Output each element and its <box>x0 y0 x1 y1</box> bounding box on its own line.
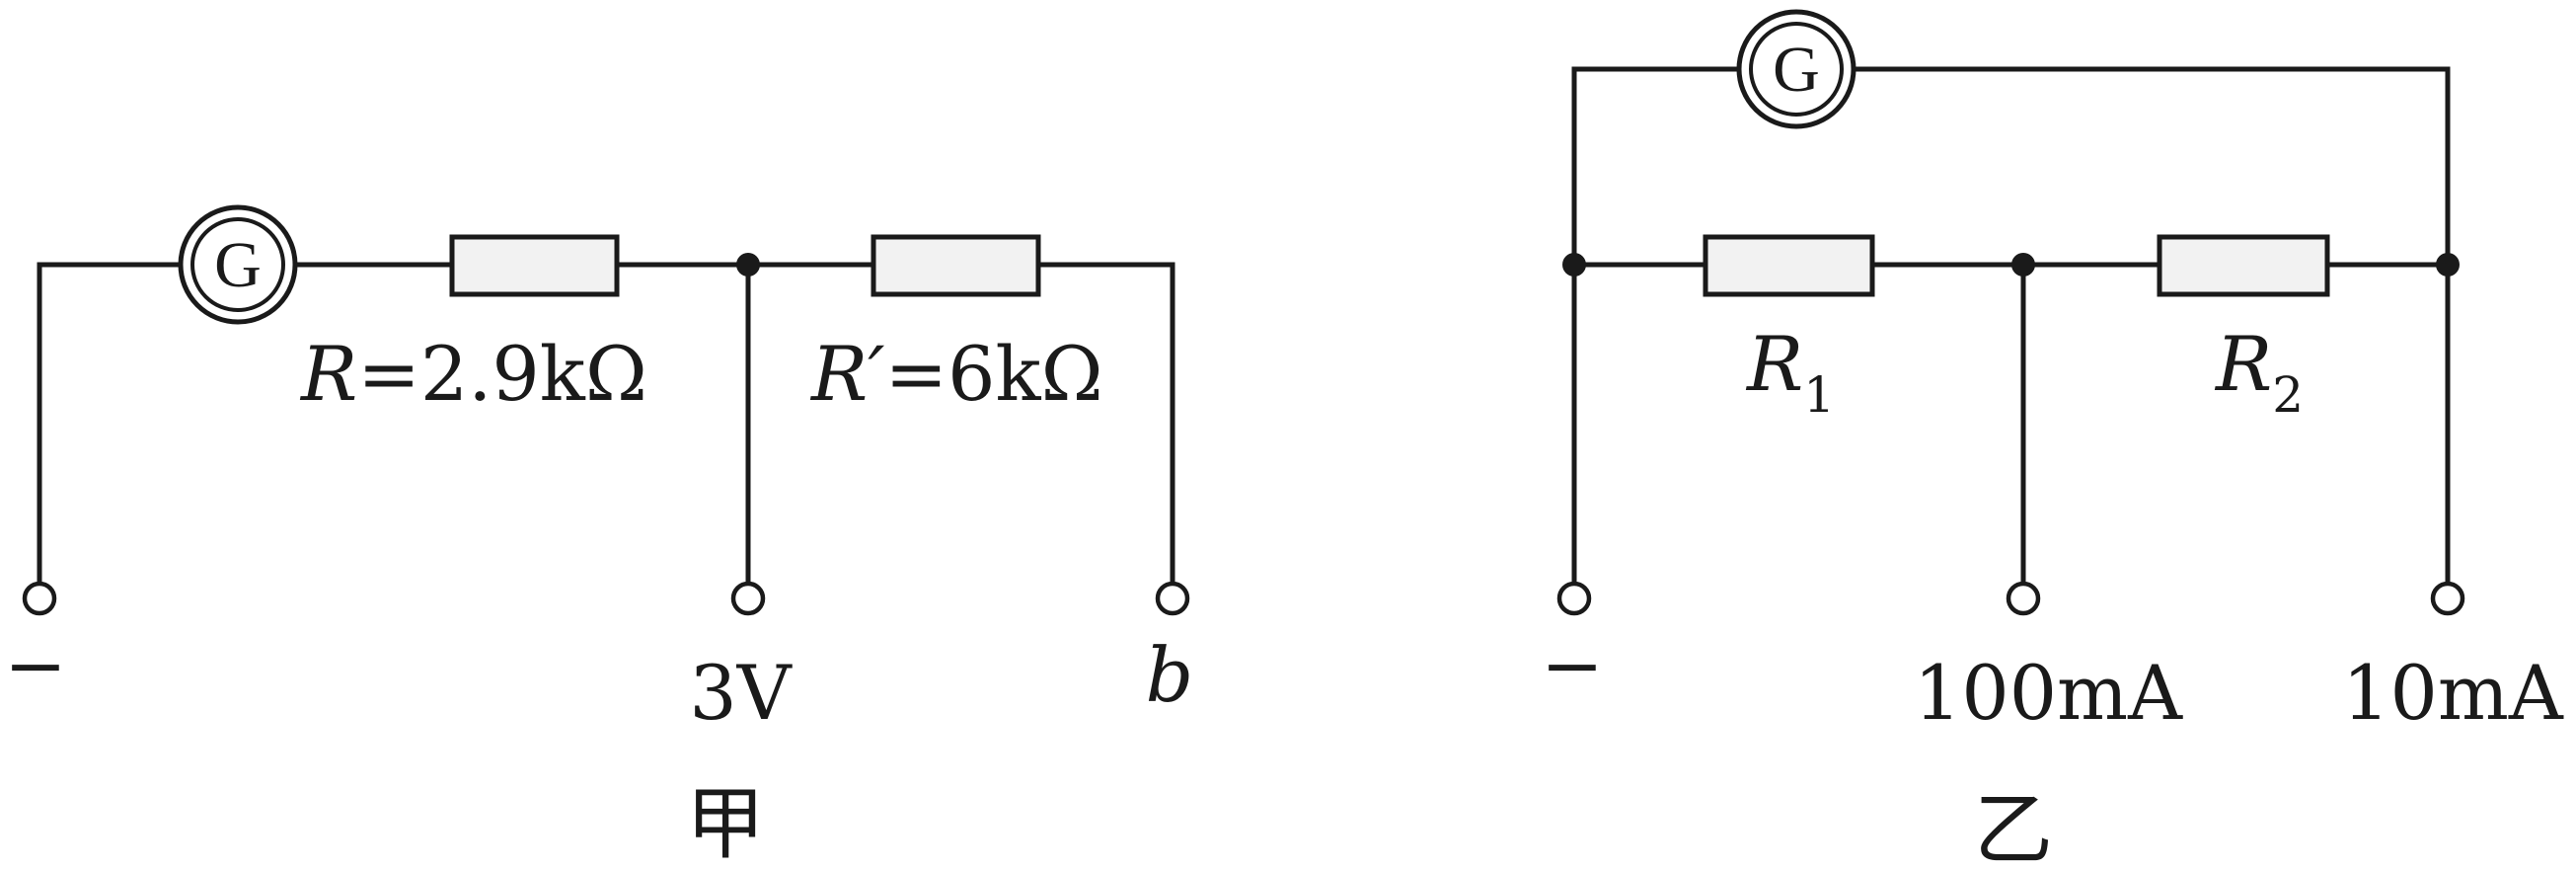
galvanometer-b: G <box>1736 9 1856 129</box>
wire-b-top-right <box>1851 66 2451 268</box>
circuit-b: G R1 R2 − 100mA 10mA 乙 <box>1541 9 2564 871</box>
terminal-b-100ma <box>2006 581 2041 616</box>
terminal-b-100ma-label: 100mA <box>1914 649 2183 737</box>
caption-a: 甲 <box>686 778 765 870</box>
resistor-r1 <box>1703 234 1875 297</box>
galvanometer-b-label: G <box>1773 34 1820 106</box>
galvanometer-a-label: G <box>214 229 262 301</box>
terminal-b-negative <box>1556 581 1592 616</box>
galvanometer-a: G <box>178 204 298 325</box>
resistor-r2-label: R2 <box>2214 320 2304 424</box>
resistor-r2 <box>2157 234 2330 297</box>
junction-node-b-right <box>2436 253 2460 277</box>
terminal-a-b-label: b <box>1146 631 1194 719</box>
wire-a-left <box>37 262 186 584</box>
terminal-a-3v-label: 3V <box>689 649 792 737</box>
junction-node-b-mid <box>2011 253 2035 277</box>
resistor-r-prime-label: R′=6kΩ <box>809 330 1103 418</box>
wire-a-right <box>1035 262 1175 584</box>
terminal-a-negative-label: − <box>4 621 67 709</box>
junction-node-a <box>736 253 760 277</box>
resistor-r1-label: R1 <box>1745 320 1835 424</box>
wire-b-top-left <box>1571 66 1742 268</box>
caption-b: 乙 <box>1974 784 2053 871</box>
terminal-a-3v <box>730 581 766 616</box>
terminal-a-negative <box>22 581 57 616</box>
terminal-b-negative-label: − <box>1541 621 1604 709</box>
junction-node-b-left <box>1562 253 1586 277</box>
terminal-b-10ma-label: 10mA <box>2342 649 2564 737</box>
resistor-r-prime <box>871 234 1041 297</box>
resistor-r-label: R=2.9kΩ <box>299 330 647 418</box>
circuit-a: G R=2.9kΩ R′=6kΩ − 3V b 甲 <box>4 204 1194 870</box>
terminal-a-b <box>1155 581 1190 616</box>
terminal-b-10ma <box>2430 581 2465 616</box>
resistor-r <box>449 234 620 297</box>
